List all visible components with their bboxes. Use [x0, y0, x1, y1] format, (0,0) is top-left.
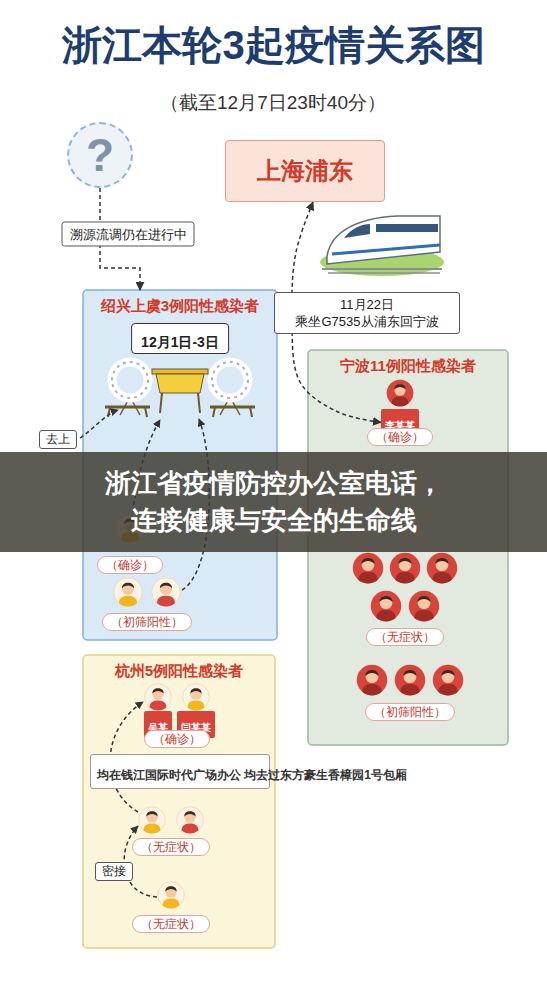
line-shape [332, 245, 440, 254]
use-shape [357, 665, 387, 696]
use-shape [395, 665, 425, 696]
status-label: （无症状） [132, 915, 210, 933]
status-label: （无症状） [366, 628, 444, 646]
circle-shape [112, 362, 148, 398]
use-shape [158, 882, 185, 909]
path-shape [327, 216, 440, 264]
circle-shape [212, 362, 248, 398]
question-circle: ? [67, 122, 133, 188]
use-shape [427, 553, 457, 584]
node-text: ? [86, 132, 114, 178]
use-shape [114, 578, 143, 607]
note-label: 密接 [95, 862, 133, 881]
group-panel-fill [83, 655, 275, 948]
circle-shape [112, 362, 148, 398]
line-shape [160, 393, 162, 413]
edge-label: 11月22日 乘坐G7535从浦东回宁波 [274, 292, 460, 334]
status-label: （确诊） [144, 730, 210, 748]
train-illustration [320, 216, 444, 276]
line-shape [213, 407, 215, 417]
status-label: （无症状） [132, 838, 210, 856]
edge-label: 溯源流调仍在进行中 [62, 222, 195, 247]
use-shape [353, 553, 383, 584]
use-shape [390, 553, 420, 584]
line-shape [250, 407, 252, 417]
line-shape [328, 272, 440, 274]
node-text: 均在钱江国际时代广场办公 均去过东方豪生香樟园1号包厢 [97, 759, 263, 784]
date-box: 12月1日-3日 [131, 323, 229, 354]
status-label: （确诊） [367, 428, 433, 446]
status-label: （确诊） [97, 556, 163, 574]
path-shape [156, 374, 204, 393]
use-shape [152, 578, 181, 607]
funeral-illustration [105, 362, 255, 417]
line-shape [210, 406, 255, 409]
path-shape [344, 224, 370, 238]
line-shape [105, 406, 150, 409]
use-shape [183, 684, 210, 711]
rect-shape [376, 224, 438, 232]
use-shape [387, 380, 414, 407]
path-shape [80, 410, 118, 438]
line-shape [145, 407, 147, 417]
node-text: 宁波11例阳性感染者 [308, 350, 508, 375]
line-shape [198, 393, 200, 413]
node-text: 12月1日-3日 [141, 326, 219, 351]
line-shape [322, 268, 442, 270]
node-text: 杭州5例阳性感染者 [83, 655, 275, 680]
circle-shape [212, 362, 248, 398]
use-shape [371, 591, 401, 622]
subtitle: （截至12月7日23时40分） [160, 90, 386, 116]
rect-shape [152, 369, 208, 374]
use-shape [177, 807, 204, 834]
use-shape [433, 665, 463, 696]
caption-banner: 浙江省疫情防控办公室电话，连接健康与安全的生命线 [0, 452, 547, 552]
status-label: （初筛阳性） [102, 613, 192, 631]
use-shape [409, 591, 439, 622]
status-label: （初筛阳性） [365, 703, 455, 721]
use-shape [145, 684, 172, 711]
node-text: 绍兴上虞3例阳性感染者 [83, 290, 277, 315]
node-text: 上海浦东 [257, 155, 353, 187]
diagram-title: 浙江本轮3起疫情关系图 [0, 20, 547, 70]
caption-text: 浙江省疫情防控办公室电话，连接健康与安全的生命线 [101, 465, 446, 539]
note-label: 去上 [39, 430, 77, 449]
note-box: 均在钱江国际时代广场办公 均去过东方豪生香樟园1号包厢 [90, 754, 270, 789]
group-panel: 杭州5例阳性感染者吴某闫某某均在钱江国际时代广场办公 均去过东方豪生香樟园1号包… [83, 655, 275, 948]
place-box: 上海浦东 [225, 140, 385, 202]
use-shape [139, 807, 166, 834]
